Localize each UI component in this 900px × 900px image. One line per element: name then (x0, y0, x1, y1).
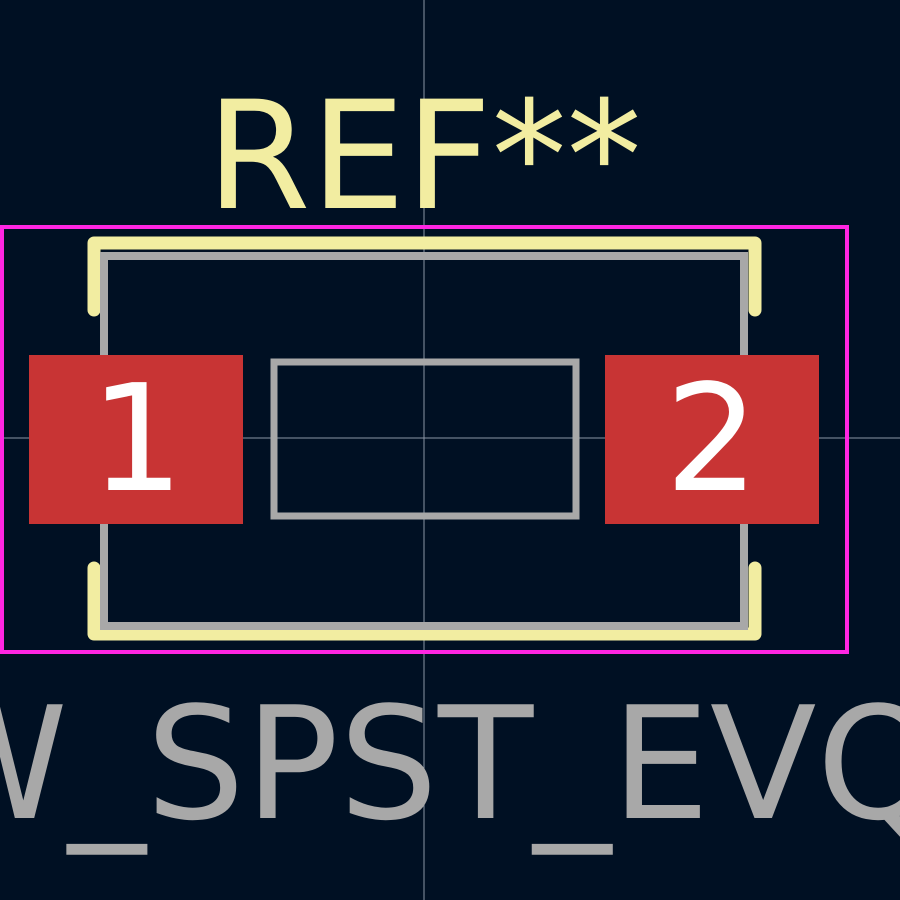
pad-1[interactable] (29, 355, 243, 524)
pad-1-label: 1 (90, 353, 184, 525)
courtyard-outline (0, 225, 849, 654)
silkscreen-outline (87, 236, 762, 641)
reference-designator: REF** (206, 70, 641, 244)
footprint-value: SW_SPST_EVQP (0, 673, 900, 855)
pad-2[interactable] (605, 355, 819, 524)
pad-2-label: 2 (665, 353, 759, 525)
actuator-outline (270, 358, 580, 520)
